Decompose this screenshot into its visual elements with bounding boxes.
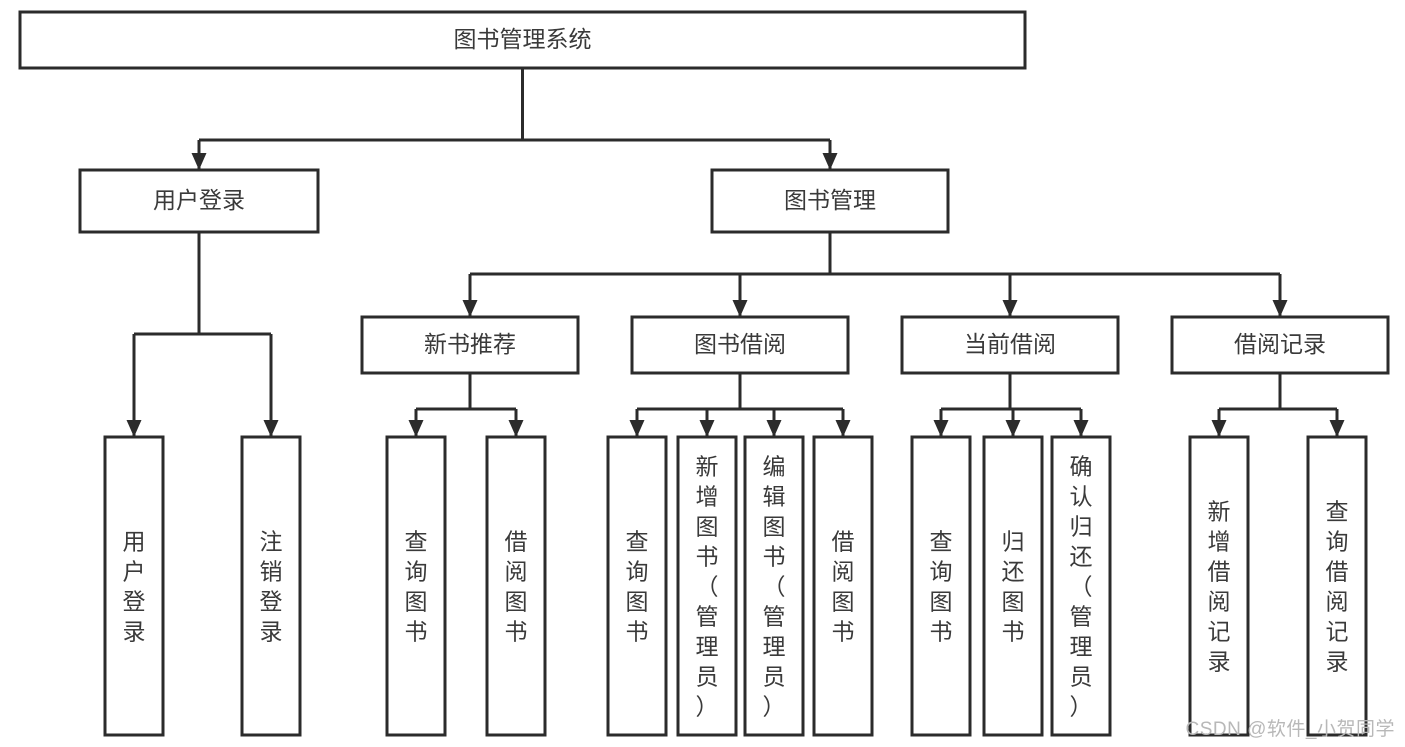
node-label-leaf-query-record: 查询借阅记录 <box>1326 498 1349 674</box>
node-box-book-manage[interactable] <box>710 168 950 234</box>
node-box-current-borrow[interactable] <box>900 315 1120 375</box>
node-label-leaf-user-login: 用户登录 <box>123 528 146 644</box>
node-box-leaf-logout[interactable] <box>240 435 302 737</box>
arrow-head-leaf-query-book-1 <box>408 420 424 437</box>
node-label-borrow-record: 借阅记录 <box>1234 331 1326 357</box>
node-box-leaf-edit-book[interactable] <box>743 435 805 737</box>
leaf-node[interactable]: 注销登录 <box>240 435 302 737</box>
node-label-leaf-return-book: 归还图书 <box>1002 528 1025 644</box>
node-label-leaf-logout: 注销登录 <box>260 528 283 644</box>
node-label-leaf-add-record: 新增借阅记录 <box>1208 498 1231 674</box>
node-box-leaf-query-book-1[interactable] <box>385 435 447 737</box>
node-label-leaf-confirm-return: 确认归还（管理员） <box>1070 453 1093 719</box>
node-label-leaf-query-book-3: 查询图书 <box>930 528 953 644</box>
node-box-leaf-borrow-book-2[interactable] <box>812 435 874 737</box>
node-label-book-manage: 图书管理 <box>784 187 876 213</box>
node-layer: 图书管理系统用户登录图书管理新书推荐图书借阅当前借阅借阅记录用户登录注销登录查询… <box>18 10 1390 737</box>
node-label-leaf-edit-book: 编辑图书（管理员） <box>763 453 786 719</box>
node-label-current-borrow: 当前借阅 <box>964 331 1056 357</box>
node-box-new-book-recommend[interactable] <box>360 315 580 375</box>
arrow-head-book-borrow <box>732 300 748 317</box>
node-label-root: 图书管理系统 <box>454 26 592 52</box>
arrow-head-leaf-edit-book <box>766 420 782 437</box>
arrow-head-leaf-logout <box>263 420 279 437</box>
leaf-node[interactable]: 查询图书 <box>910 435 972 737</box>
leaf-node[interactable]: 查询图书 <box>606 435 668 737</box>
level3-node[interactable]: 借阅记录 <box>1170 315 1390 375</box>
root-node[interactable]: 图书管理系统 <box>18 10 1027 70</box>
arrow-head-leaf-query-record <box>1329 420 1345 437</box>
node-box-leaf-return-book[interactable] <box>982 435 1044 737</box>
node-box-root[interactable] <box>18 10 1027 70</box>
leaf-node[interactable]: 借阅图书 <box>485 435 547 737</box>
node-label-user-login: 用户登录 <box>153 187 245 213</box>
leaf-node[interactable]: 借阅图书 <box>812 435 874 737</box>
level3-node[interactable]: 图书借阅 <box>630 315 850 375</box>
arrow-head-book-manage <box>822 153 838 170</box>
arrow-head-new-book-recommend <box>462 300 478 317</box>
arrow-head-leaf-query-book-2 <box>629 420 645 437</box>
node-box-leaf-query-book-3[interactable] <box>910 435 972 737</box>
node-box-borrow-record[interactable] <box>1170 315 1390 375</box>
node-box-leaf-query-record[interactable] <box>1306 435 1368 737</box>
node-label-leaf-borrow-book-1: 借阅图书 <box>505 528 528 644</box>
node-label-leaf-borrow-book-2: 借阅图书 <box>832 528 855 644</box>
node-label-leaf-add-book: 新增图书（管理员） <box>696 453 719 719</box>
node-box-leaf-add-book[interactable] <box>676 435 738 737</box>
node-label-leaf-query-book-1: 查询图书 <box>405 528 428 644</box>
arrow-head-leaf-borrow-book-2 <box>835 420 851 437</box>
node-box-book-borrow[interactable] <box>630 315 850 375</box>
node-label-leaf-query-book-2: 查询图书 <box>626 528 649 644</box>
node-box-leaf-borrow-book-1[interactable] <box>485 435 547 737</box>
arrow-head-leaf-query-book-3 <box>933 420 949 437</box>
leaf-node[interactable]: 确认归还（管理员） <box>1050 435 1112 737</box>
arrow-head-user-login <box>191 153 207 170</box>
leaf-node[interactable]: 新增图书（管理员） <box>676 435 738 737</box>
leaf-node[interactable]: 归还图书 <box>982 435 1044 737</box>
leaf-node[interactable]: 编辑图书（管理员） <box>743 435 805 737</box>
level3-node[interactable]: 新书推荐 <box>360 315 580 375</box>
node-box-leaf-confirm-return[interactable] <box>1050 435 1112 737</box>
leaf-node[interactable]: 新增借阅记录 <box>1188 435 1250 737</box>
arrow-head-leaf-return-book <box>1005 420 1021 437</box>
node-label-new-book-recommend: 新书推荐 <box>424 331 516 357</box>
level2-node[interactable]: 用户登录 <box>78 168 320 234</box>
level3-node[interactable]: 当前借阅 <box>900 315 1120 375</box>
node-box-leaf-query-book-2[interactable] <box>606 435 668 737</box>
leaf-node[interactable]: 查询图书 <box>385 435 447 737</box>
node-box-leaf-user-login[interactable] <box>103 435 165 737</box>
leaf-node[interactable]: 查询借阅记录 <box>1306 435 1368 737</box>
level2-node[interactable]: 图书管理 <box>710 168 950 234</box>
arrow-head-leaf-add-book <box>699 420 715 437</box>
leaf-node[interactable]: 用户登录 <box>103 435 165 737</box>
arrow-head-leaf-borrow-book-1 <box>508 420 524 437</box>
arrow-head-current-borrow <box>1002 300 1018 317</box>
arrow-head-leaf-user-login <box>126 420 142 437</box>
node-label-book-borrow: 图书借阅 <box>694 331 786 357</box>
node-box-user-login[interactable] <box>78 168 320 234</box>
arrow-head-borrow-record <box>1272 300 1288 317</box>
node-box-leaf-add-record[interactable] <box>1188 435 1250 737</box>
arrow-head-leaf-confirm-return <box>1073 420 1089 437</box>
arrow-head-leaf-add-record <box>1211 420 1227 437</box>
connector-layer <box>126 68 1345 437</box>
